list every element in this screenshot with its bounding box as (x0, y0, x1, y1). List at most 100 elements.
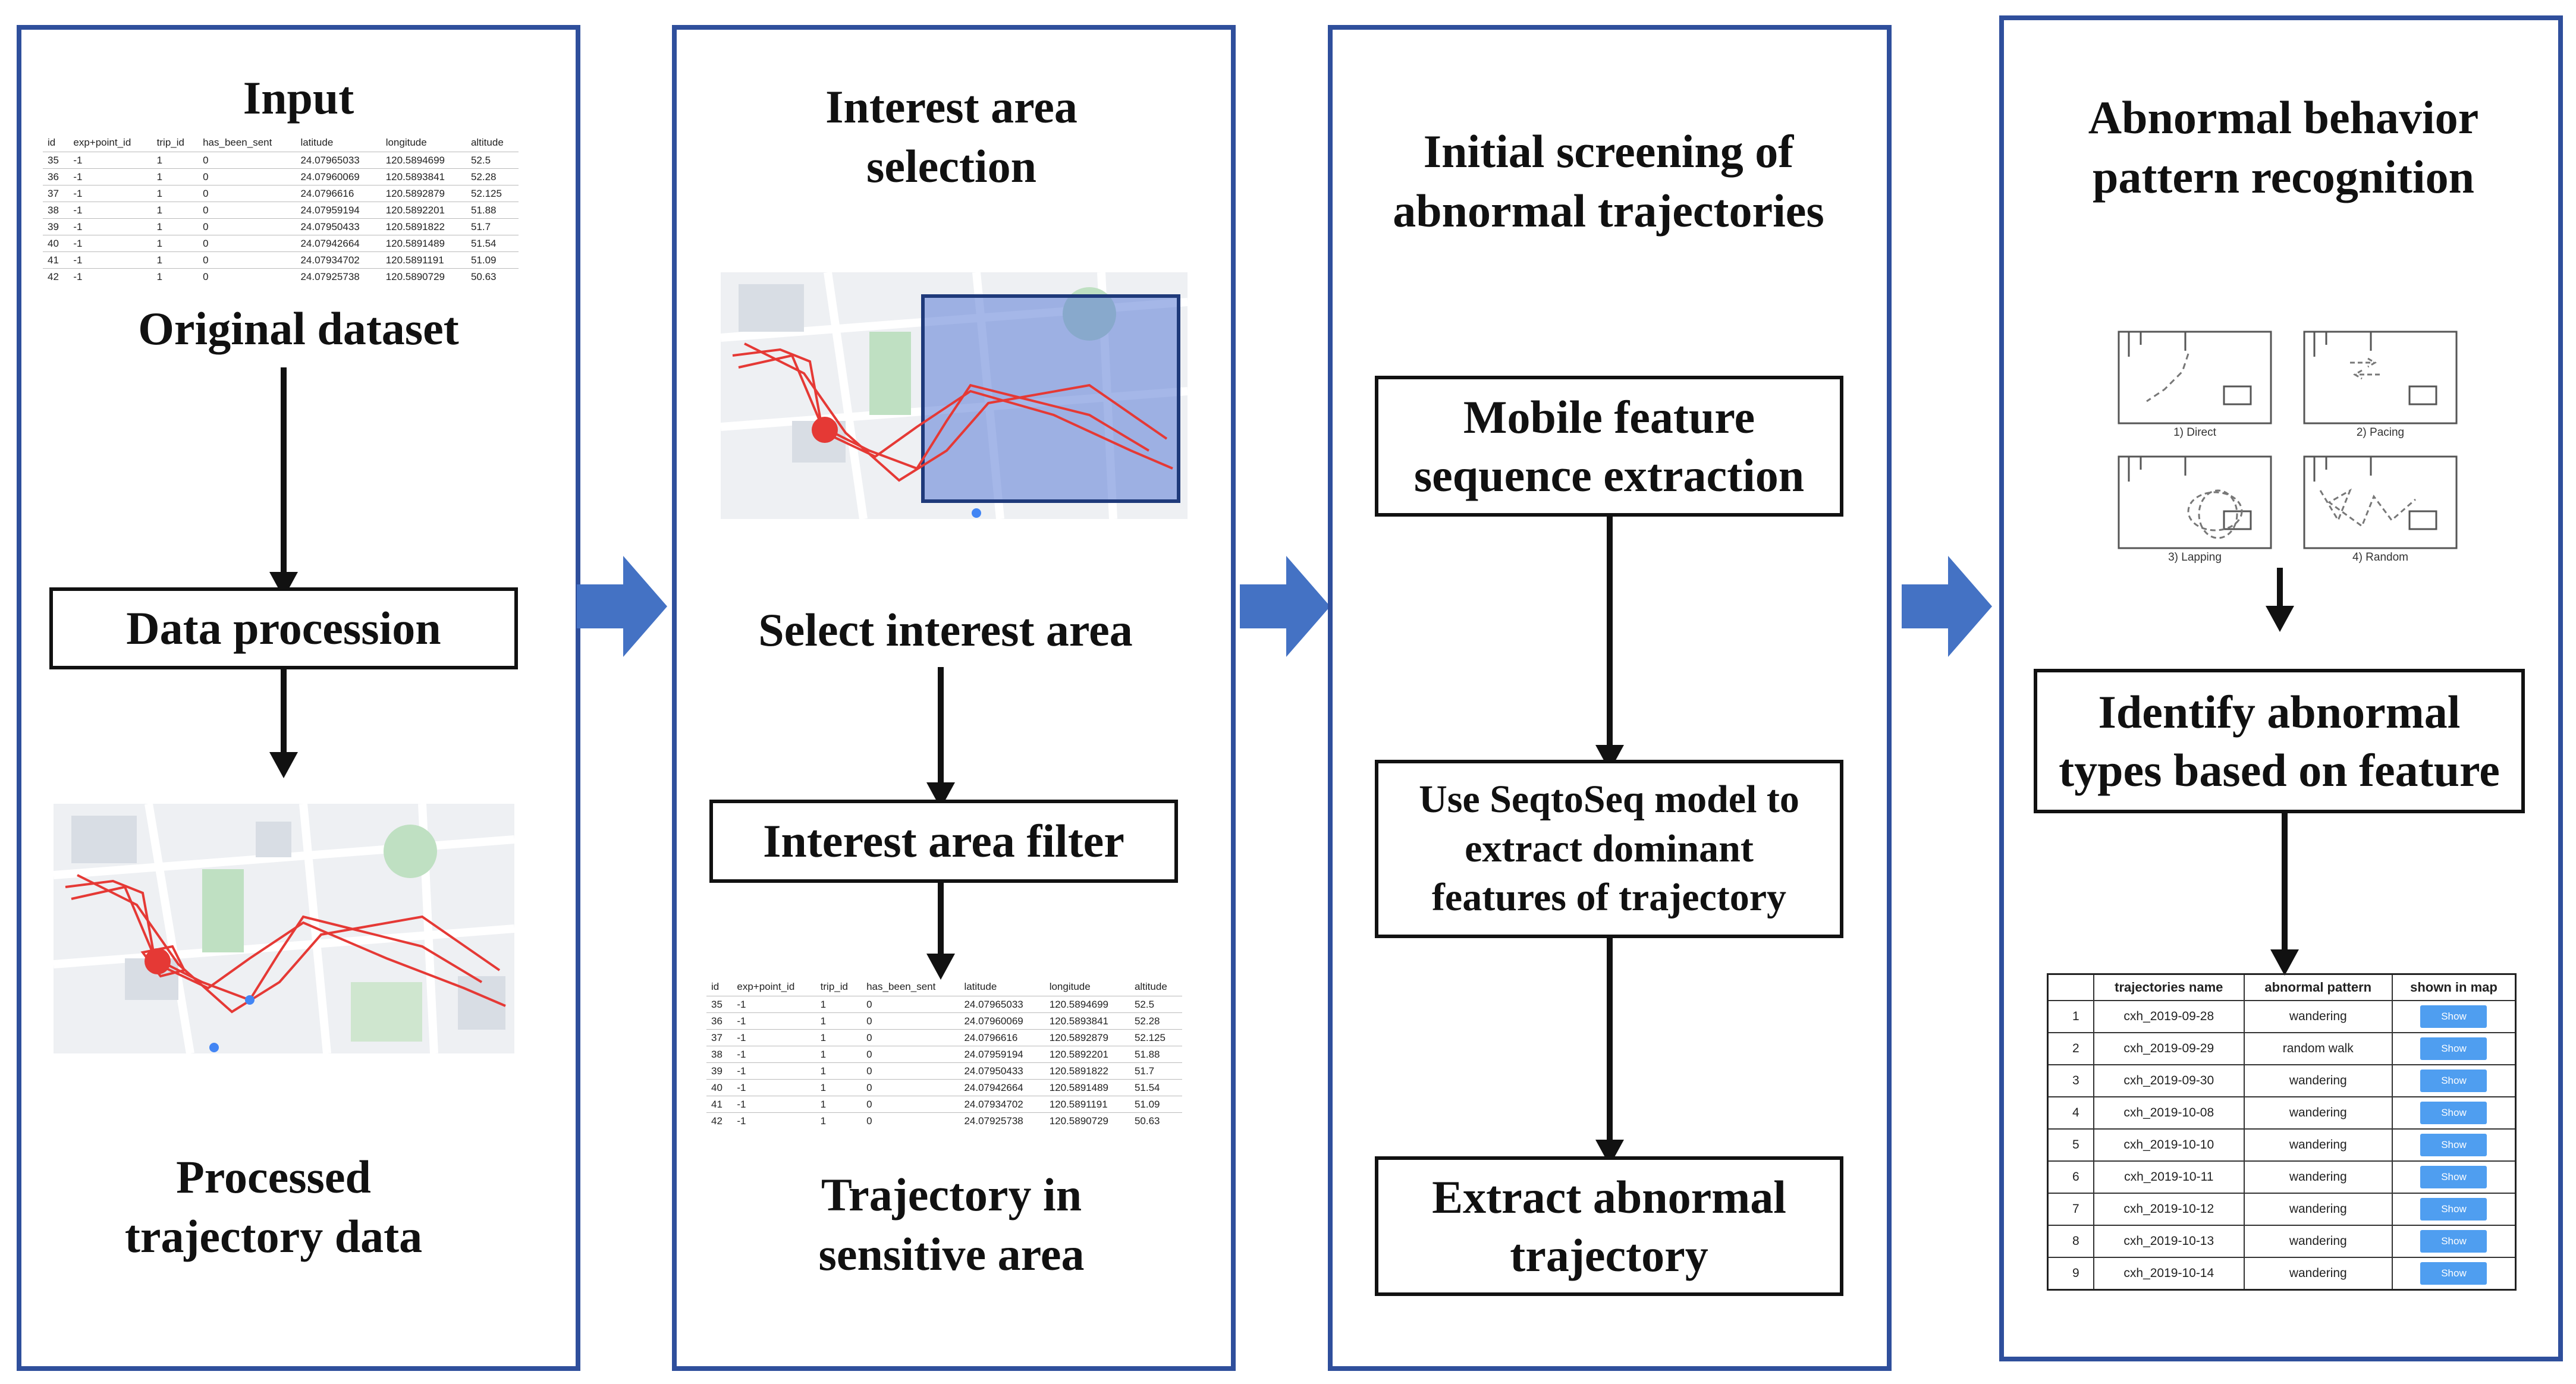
show-in-map-button[interactable]: Show (2420, 1198, 2487, 1221)
table-cell: 24.07959194 (296, 202, 381, 219)
row-index: 3 (2047, 1065, 2094, 1097)
table-header-cell: id (711, 981, 720, 992)
interest-map-graphic (721, 272, 1188, 519)
table-header-cell (2047, 974, 2094, 1001)
table-cell: 24.07950433 (296, 218, 381, 235)
table-cell: 24.07965033 (959, 996, 1045, 1013)
row-index: 7 (2047, 1193, 2094, 1226)
table-header-cell: longitude (385, 137, 427, 148)
table-cell: -1 (68, 202, 152, 219)
table-cell: -1 (732, 1046, 816, 1063)
table-cell: 51.7 (466, 218, 519, 235)
interest-area-title: Interest area selection (825, 81, 1077, 192)
connector-arrowhead (2270, 949, 2299, 976)
abnormal-pattern: wandering (2244, 1129, 2393, 1162)
identify-types-box: Identify abnormal types based on feature (2034, 669, 2525, 813)
connector-arrow (2277, 568, 2283, 609)
row-index: 5 (2047, 1129, 2094, 1162)
table-cell: 0 (198, 251, 296, 269)
table-cell: 1 (152, 268, 199, 285)
table-cell: 120.5891489 (381, 235, 466, 252)
table-cell: 51.54 (1129, 1079, 1182, 1096)
interest-filter-box: Interest area filter (709, 800, 1178, 883)
table-cell: 0 (862, 996, 960, 1013)
table-cell: 0 (862, 1062, 960, 1080)
table-cell: 120.5891822 (1044, 1062, 1130, 1080)
show-in-map-button[interactable]: Show (2420, 1005, 2487, 1028)
table-header-cell: altitude (1134, 981, 1167, 992)
pattern-lapping-sketch (2118, 455, 2272, 549)
table-cell: 24.07942664 (959, 1079, 1045, 1096)
table-cell: 0 (198, 218, 296, 235)
table-cell: 42 (43, 268, 69, 285)
show-in-map-button[interactable]: Show (2420, 1230, 2487, 1253)
show-in-map-button[interactable]: Show (2420, 1037, 2487, 1060)
abnormal-pattern: wandering (2244, 1225, 2393, 1258)
table-cell: -1 (68, 218, 152, 235)
pattern-pacing-sketch (2303, 331, 2458, 424)
sensitive-area-caption: Trajectory in sensitive area (818, 1169, 1085, 1280)
trajectory-name: cxh_2019-10-08 (2093, 1097, 2245, 1130)
table-cell: 0 (198, 152, 296, 169)
show-in-map-button[interactable]: Show (2420, 1262, 2487, 1285)
abnormal-pattern: random walk (2244, 1033, 2393, 1065)
show-cell: Show (2392, 1193, 2517, 1226)
table-cell: 24.07934702 (296, 251, 381, 269)
table-cell: 50.63 (1129, 1112, 1182, 1129)
row-index: 1 (2047, 1001, 2094, 1033)
table-cell: 1 (152, 152, 199, 169)
show-cell: Show (2392, 1065, 2517, 1097)
show-in-map-button[interactable]: Show (2420, 1134, 2487, 1156)
show-in-map-button[interactable]: Show (2420, 1102, 2487, 1124)
table-header-cell: shown in map (2392, 974, 2517, 1001)
table-cell: -1 (732, 1096, 816, 1113)
show-in-map-button[interactable]: Show (2420, 1166, 2487, 1188)
trajectory-name: cxh_2019-10-12 (2093, 1193, 2245, 1226)
show-in-map-button[interactable]: Show (2420, 1070, 2487, 1092)
table-cell: 120.5894699 (1044, 996, 1130, 1013)
flow-arrow-1 (577, 556, 667, 657)
processed-map-graphic (54, 804, 514, 1053)
table-cell: 0 (862, 1079, 960, 1096)
table-cell: 36 (43, 168, 69, 185)
row-index: 2 (2047, 1033, 2094, 1065)
table-cell: 0 (198, 168, 296, 185)
table-cell: 35 (43, 152, 69, 169)
table-cell: 50.63 (466, 268, 519, 285)
flow-arrow-2 (1240, 556, 1330, 657)
table-cell: 24.07925738 (296, 268, 381, 285)
table-cell: 24.07960069 (959, 1012, 1045, 1030)
table-cell: 37 (43, 185, 69, 202)
table-cell: 52.5 (1129, 996, 1182, 1013)
table-cell: 120.5892879 (1044, 1029, 1130, 1046)
show-cell: Show (2392, 1161, 2517, 1194)
table-cell: 24.07960069 (296, 168, 381, 185)
table-cell: -1 (732, 1112, 816, 1129)
table-cell: 1 (152, 218, 199, 235)
trajectory-name: cxh_2019-10-10 (2093, 1129, 2245, 1162)
processed-trajectory-map (54, 804, 514, 1053)
table-cell: 52.125 (1129, 1029, 1182, 1046)
table-cell: 36 (706, 1012, 733, 1030)
table-cell: -1 (732, 1029, 816, 1046)
table-cell: -1 (732, 996, 816, 1013)
table-cell: -1 (68, 235, 152, 252)
table-cell: 1 (152, 235, 199, 252)
